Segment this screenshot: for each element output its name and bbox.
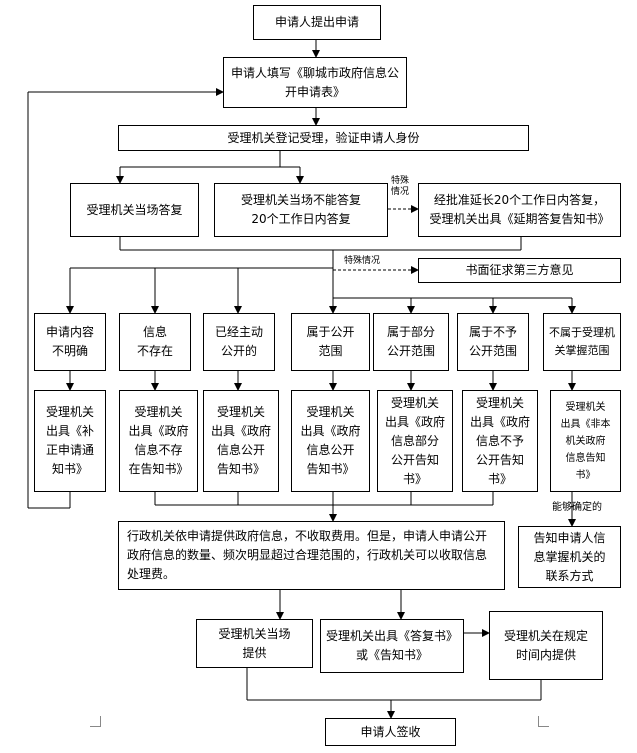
node-register: 受理机关登记受理，验证申请人身份: [118, 125, 529, 151]
outcome-public: 受理机关 出具《政府 信息公开 告知书》: [291, 390, 370, 492]
outcome-published: 受理机关 出具《政府 信息公开 告知书》: [203, 390, 279, 492]
node-fill-form: 申请人填写《聊城市政府信息公 开申请表》: [223, 57, 407, 108]
category-partial: 属于部分 公开范围: [373, 313, 449, 371]
outcome-not-exist: 受理机关 出具《政府 信息不存 在告知书》: [119, 390, 198, 492]
node-inform-contact: 告知申请人信 息掌握机关的 联系方式: [518, 526, 621, 588]
label-special-case-1: 特殊 情况: [391, 176, 410, 197]
category-unclear: 申请内容 不明确: [34, 313, 106, 371]
node-issue-reply: 受理机关出具《答复书》 或《告知书》: [320, 619, 464, 673]
outcome-not-public: 受理机关 出具《政府 信息不予 公开告知 书》: [462, 390, 538, 492]
outcome-partial: 受理机关 出具《政府 信息部分 公开告知 书》: [377, 390, 453, 492]
node-fee-note: 行政机关依申请提供政府信息，不收取费用。但是，申请人申请公开政府信息的数量、频次…: [118, 521, 505, 590]
node-sign: 申请人签收: [325, 718, 456, 746]
outcome-out-of-scope: 受理机关 出具《非本 机关政府 信息告知 书》: [550, 390, 621, 492]
node-third-party: 书面征求第三方意见: [418, 258, 621, 283]
category-published: 已经主动 公开的: [203, 313, 275, 371]
node-provide-later: 受理机关在规定 时间内提供: [489, 611, 603, 680]
page-corner-mark-left: [90, 716, 101, 727]
outcome-unclear: 受理机关 出具《补 正申请通 知书》: [34, 390, 106, 492]
category-out-of-scope: 不属于受理机 关掌握范围: [543, 313, 621, 371]
label-special-case-2: 特殊情况: [344, 256, 381, 266]
page-corner-mark-right: [538, 716, 549, 727]
node-reply-now: 受理机关当场答复: [70, 183, 199, 237]
label-can-determine: 能够确定的: [552, 502, 602, 513]
category-public: 属于公开 范围: [291, 313, 370, 371]
node-extend: 经批准延长20个工作日内答复， 受理机关出具《延期答复告知书》: [418, 183, 621, 237]
node-apply: 申请人提出申请: [253, 5, 381, 40]
category-not-public: 属于不予 公开范围: [457, 313, 529, 371]
node-provide-now: 受理机关当场 提供: [196, 619, 313, 668]
category-not-exist: 信息 不存在: [119, 313, 191, 371]
node-reply-20-days: 受理机关当场不能答复 20个工作日内答复: [214, 183, 388, 237]
